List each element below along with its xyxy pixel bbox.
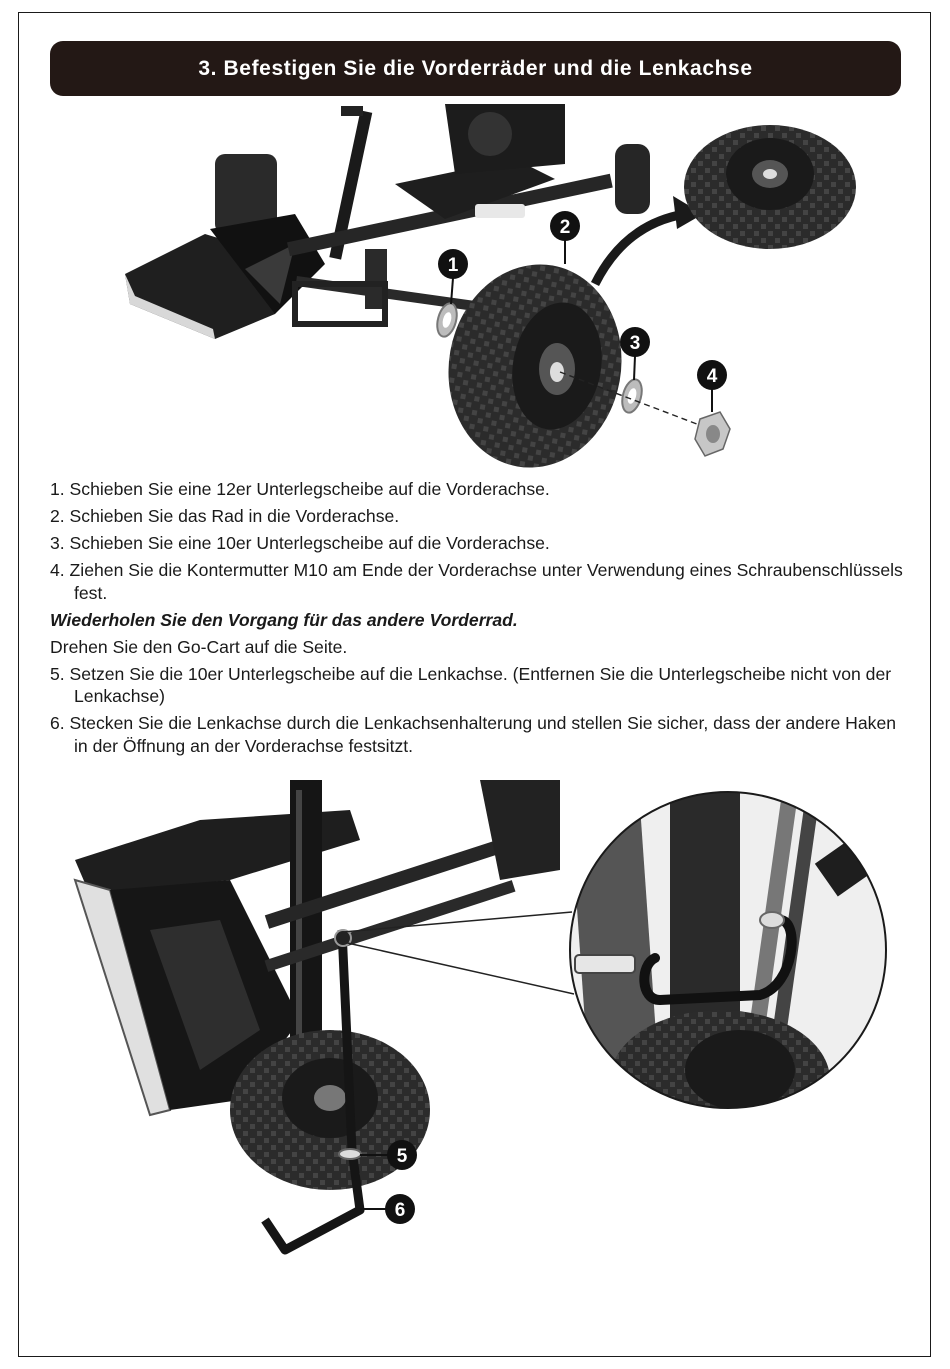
page-border <box>18 12 931 1357</box>
instruction-step-4: 4. Ziehen Sie die Kontermutter M10 am En… <box>50 559 903 603</box>
kart-on-side-illustration <box>73 780 560 1117</box>
callout-badge-4: 4 <box>697 360 727 412</box>
front-wheel-illustration <box>448 264 622 468</box>
section-title: 3. Befestigen Sie die Vorderräder und di… <box>198 56 753 80</box>
svg-text:3: 3 <box>630 333 641 354</box>
svg-text:2: 2 <box>560 217 571 238</box>
steering-axle-figure: 5 6 <box>60 780 900 1280</box>
kart-body-illustration <box>125 104 650 339</box>
instruction-step-1: 1. Schieben Sie eine 12er Unterlegscheib… <box>50 479 550 499</box>
instruction-step-3: 3. Schieben Sie eine 10er Unterlegscheib… <box>50 532 550 553</box>
instruction-step-2: 2. Schieben Sie das Rad in die Vorderach… <box>50 505 400 526</box>
section-header: 3. Befestigen Sie die Vorderräder und di… <box>50 41 901 96</box>
instructions-block: 1. Schieben Sie eine 12er Unterlegscheib… <box>50 478 910 762</box>
svg-text:6: 6 <box>395 1200 406 1221</box>
wheel-detail-illustration <box>684 125 856 249</box>
callout-badge-5: 5 <box>360 1140 417 1170</box>
instruction-step-6: 6. Stecken Sie die Lenkachse durch die L… <box>50 713 897 756</box>
repeat-note: Wiederholen Sie den Vorgang für das ande… <box>50 609 518 630</box>
callout-badge-1: 1 <box>438 249 468 305</box>
svg-text:1: 1 <box>448 255 459 276</box>
lock-nut-m10-illustration <box>694 411 731 457</box>
hook-detail-circle <box>569 791 887 1109</box>
callout-badge-2: 2 <box>550 211 580 264</box>
svg-text:5: 5 <box>397 1146 408 1167</box>
callout-badge-3: 3 <box>620 327 650 381</box>
svg-text:4: 4 <box>707 366 718 387</box>
turn-kart-note: Drehen Sie den Go-Cart auf die Seite. <box>50 636 348 657</box>
instruction-step-5: 5. Setzen Sie die 10er Unterlegscheibe a… <box>50 663 892 707</box>
callout-badge-6: 6 <box>360 1194 415 1224</box>
front-wheel-assembly-figure: 1 2 3 4 <box>95 104 875 474</box>
